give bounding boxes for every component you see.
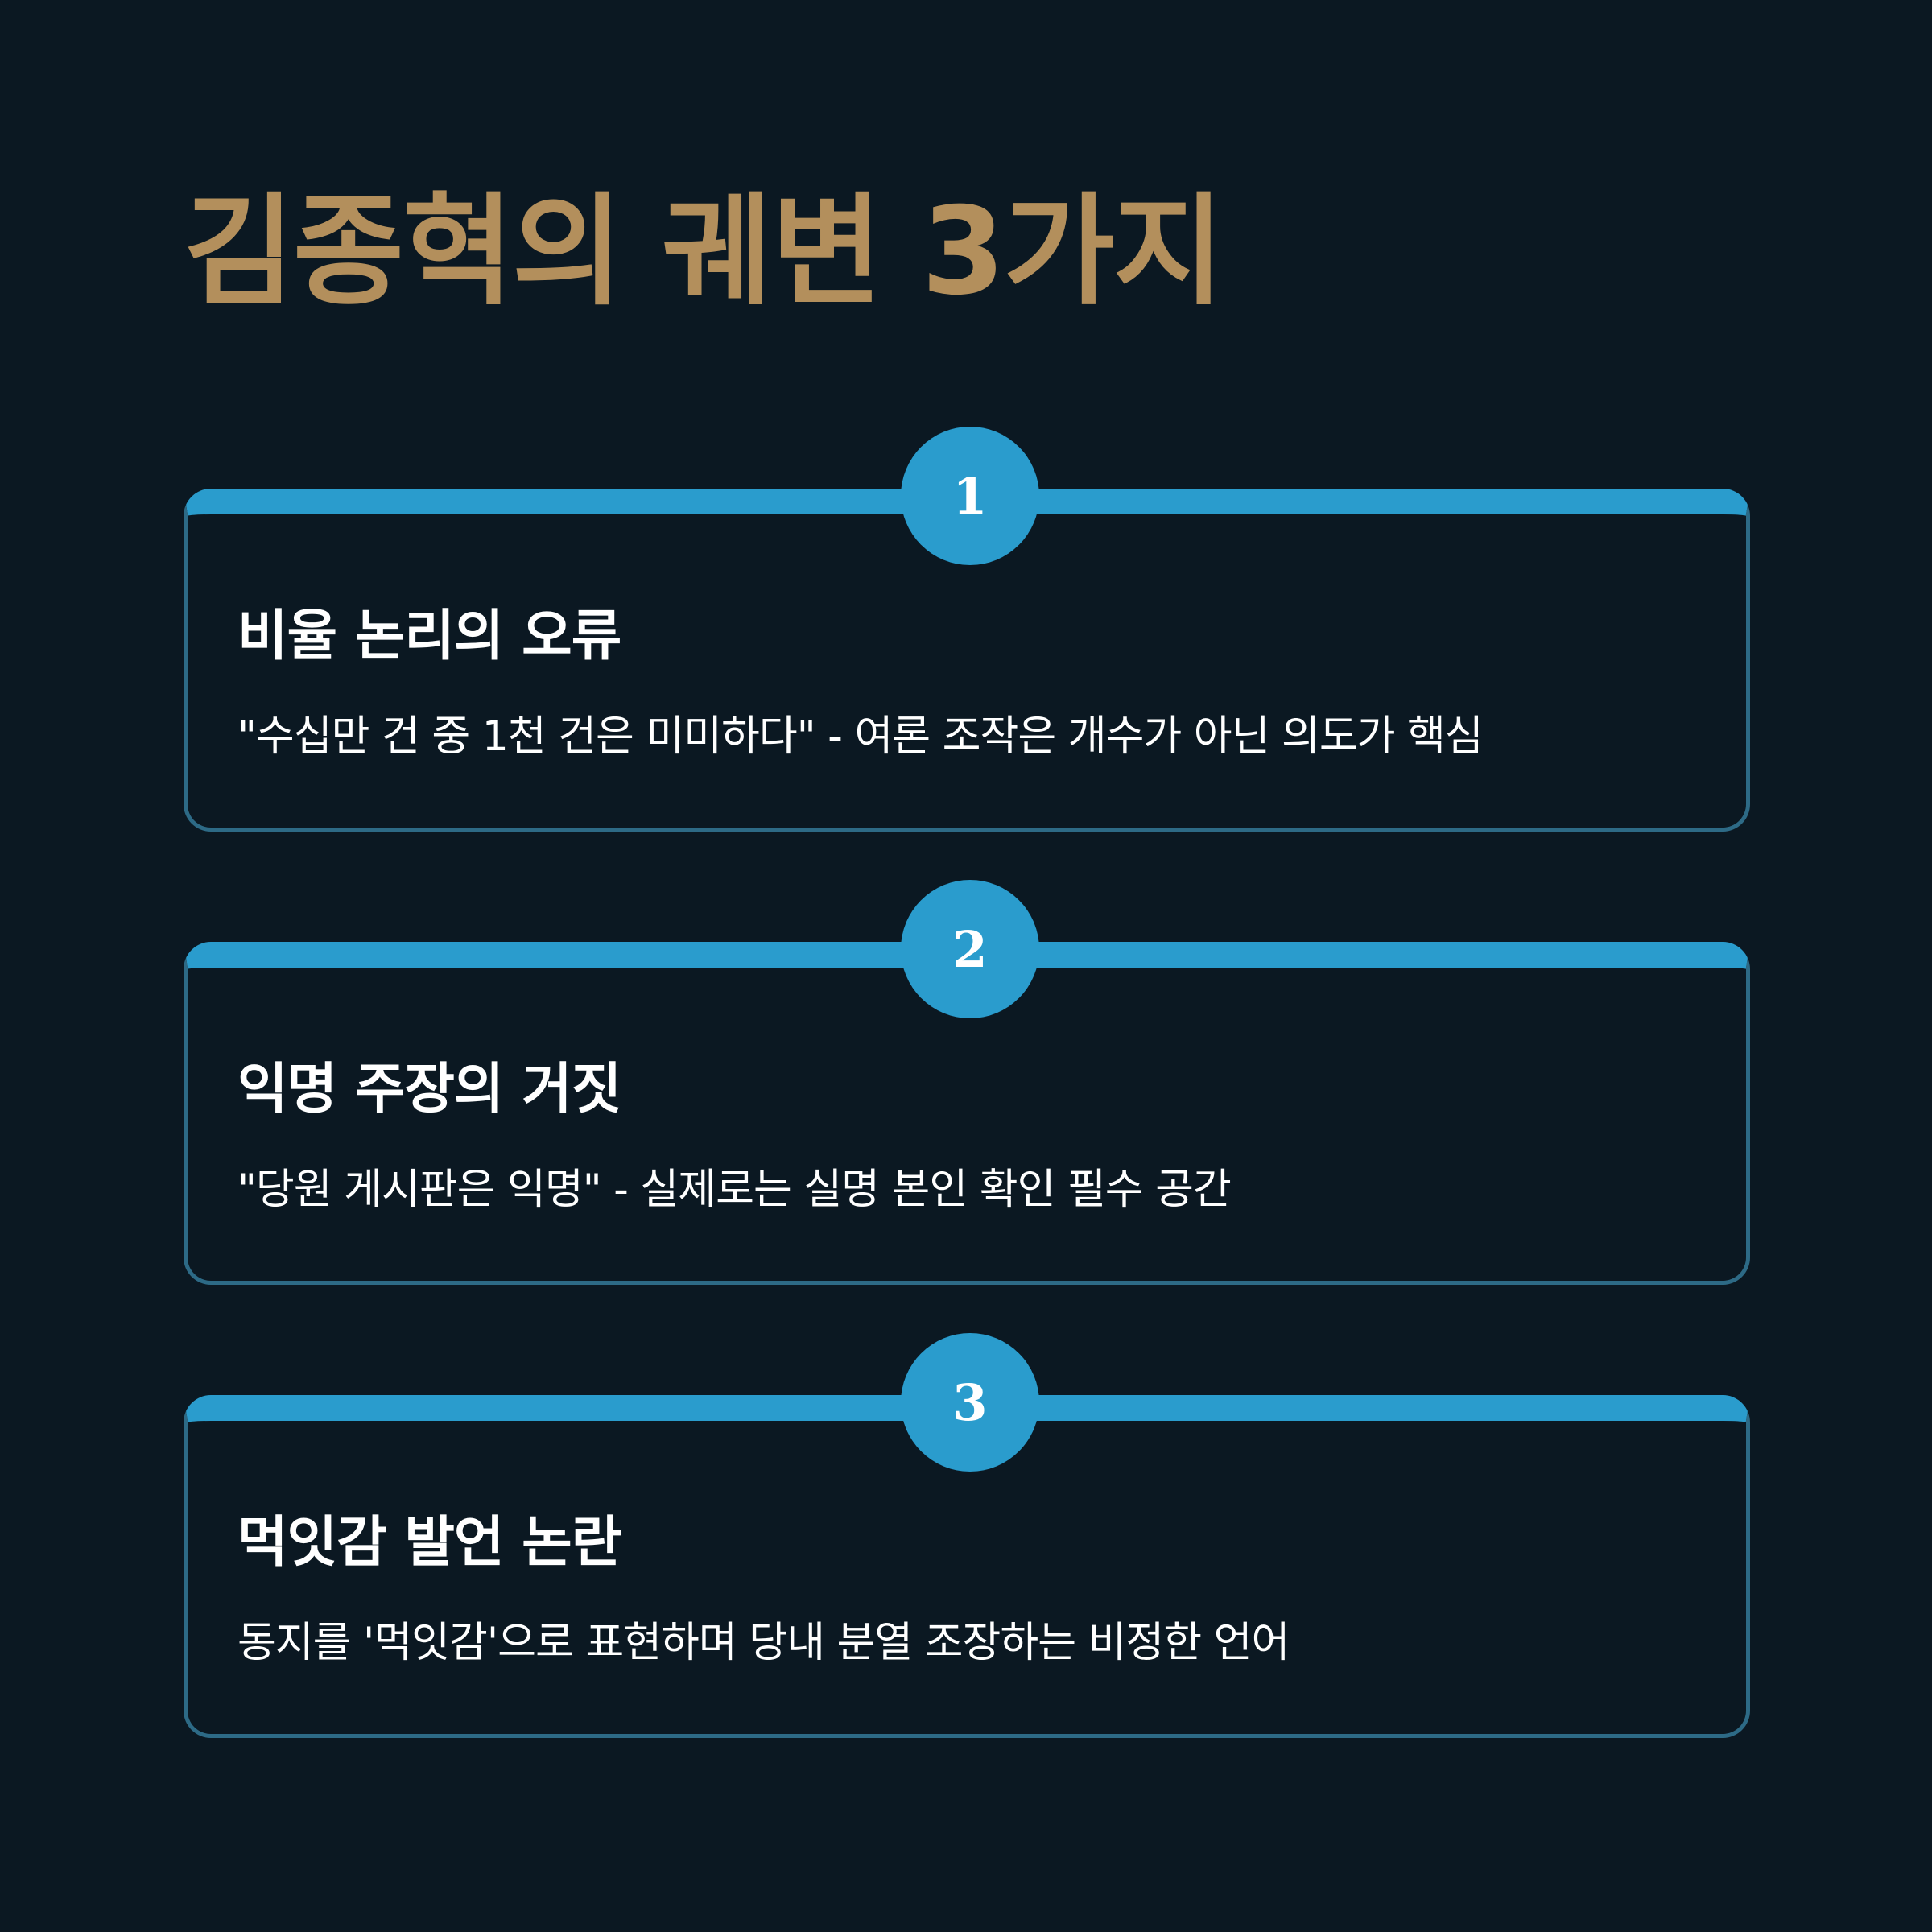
point-card-2: 2 익명 주장의 거짓 "당원 게시판은 익명" - 실제로는 실명 본인 확인… — [184, 880, 1750, 1285]
card-title-1: 비율 논리의 오류 — [237, 605, 621, 668]
card-description-2: "당원 게시판은 익명" - 실제로는 실명 본인 확인 필수 공간 — [237, 1166, 1232, 1214]
number-badge-2: 2 — [901, 880, 1039, 1018]
card-title-2: 익명 주장의 거짓 — [237, 1058, 621, 1121]
point-card-1: 1 비율 논리의 오류 "수십만 건 중 1천 건은 미미하다" - 여론 조작… — [184, 427, 1750, 832]
card-description-3: 동지를 '먹잇감'으로 표현하며 당내 분열 조장하는 비정한 언어 — [237, 1619, 1290, 1667]
page-title: 김종혁의 궤변 3가지 — [184, 182, 1224, 322]
card-description-1: "수십만 건 중 1천 건은 미미하다" - 여론 조작은 개수가 아닌 의도가… — [237, 712, 1484, 761]
card-title-3: 먹잇감 발언 논란 — [237, 1511, 621, 1575]
point-card-3: 3 먹잇감 발언 논란 동지를 '먹잇감'으로 표현하며 당내 분열 조장하는 … — [184, 1333, 1750, 1738]
number-badge-1: 1 — [901, 427, 1039, 565]
number-badge-3: 3 — [901, 1333, 1039, 1472]
